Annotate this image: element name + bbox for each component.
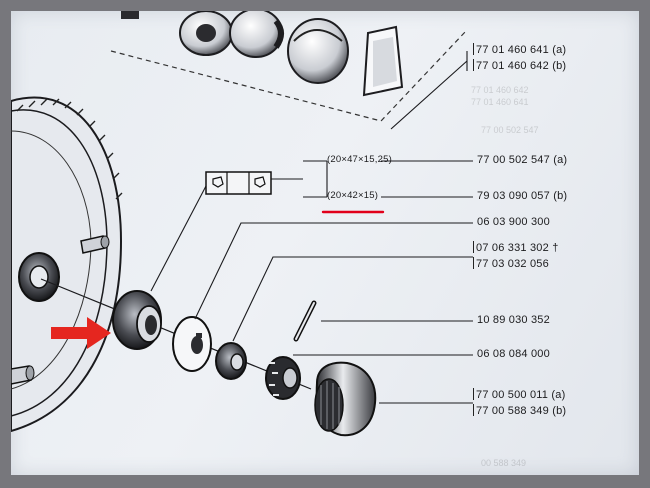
top-ref-b-number: 77 01 460 642 [476,60,549,72]
cap-ref-b: 77 00 588 349 (b) [473,404,566,417]
washer-key-notch [196,333,202,338]
bearing-ref-b: 79 03 090 057 (b) [477,190,567,202]
hub-cap [314,361,377,437]
top-ref-a-suffix: (a) [552,44,567,56]
bearing-ref-b-number: 79 03 090 057 [477,190,550,202]
svg-text:77 00 502 547: 77 00 502 547 [481,125,539,135]
washer-ref: 06 03 900 300 [477,216,550,228]
svg-text:77 01 460 642: 77 01 460 642 [471,85,529,95]
washer-hole [191,336,203,354]
parts-diagram-page: 77 01 460 642 77 01 460 641 77 00 502 54… [11,11,639,475]
hub-axle [29,265,49,289]
cap-ref-a-suffix: (a) [551,389,566,401]
leader-bearing [150,185,207,292]
grease-sachet-inner [373,37,397,87]
cap-ref-a: 77 00 500 011 (a) [473,388,565,401]
pin-ref: 10 89 030 352 [477,314,550,326]
top-ref-b: 77 01 460 642 (b) [473,59,566,72]
cap-ref-b-suffix: (b) [552,405,567,417]
leader-washer [194,222,473,320]
top-seal-1-hole [196,24,216,42]
key-washer [172,316,212,372]
bearing-ref-a-number: 77 00 502 547 [477,154,550,166]
pin-shine [295,302,315,340]
top-ref-a: 77 01 460 641 (a) [473,43,566,56]
dagger-mark: † [552,242,559,254]
key-shapes-box [205,171,272,195]
wheel-stud-lower-tip [25,365,35,381]
lock-bore [282,367,298,389]
cap-ref-b-number: 77 00 588 349 [476,405,549,417]
top-cap [287,18,349,84]
castle-lock [265,356,301,400]
key-box-outline [205,171,272,195]
bearing-ref-b-suffix: (b) [553,190,568,202]
dashed-outline [110,30,467,122]
wheel-stud-upper-tip [100,235,110,249]
wheel-bearing [112,290,162,350]
drum-outer [11,96,123,433]
bearing-ref-a-suffix: (a) [553,154,568,166]
top-seal-2 [229,11,283,58]
bearing-ref-a: 77 00 502 547 (a) [477,154,567,166]
nut-ref-2: 77 03 032 056 [473,257,549,270]
bearing-dim-a: (20×47×15,25) [327,154,392,165]
cap-rim [314,378,344,432]
drum-hatching [16,98,123,200]
svg-text:77 01 460 641: 77 01 460 641 [471,97,529,107]
leader-top [390,51,468,130]
nut-ref-1: 07 06 331 302 † [473,241,559,254]
top-cap-rim [293,29,343,42]
nut-ref-1-number: 07 06 331 302 [476,242,549,254]
top-parts-group [110,11,467,122]
key-right-icon [254,176,266,188]
key-left-icon [212,176,224,188]
top-ref-b-suffix: (b) [552,60,567,72]
exploded-diagram: 77 01 460 642 77 01 460 641 77 00 502 54… [11,11,539,468]
lock-ref: 06 08 084 000 [477,348,550,360]
nut-bore [230,353,244,371]
cap-knurl [320,381,340,429]
red-arrow-icon [51,317,111,349]
brake-drum [11,96,123,433]
axle-nut [215,342,247,380]
bearing-dim-b: (20×42×15) [327,190,379,201]
top-ref-a-number: 77 01 460 641 [476,44,549,56]
lock-castellations [269,362,279,396]
top-seal-2-shade [273,19,284,49]
split-pin [293,300,317,342]
bleed-through-text: 77 01 460 642 77 01 460 641 77 00 502 54… [471,85,539,468]
leader-dim-bracket [271,160,328,198]
svg-text:00 588 349: 00 588 349 [481,458,526,468]
cap-ref-a-number: 77 00 500 011 [476,389,549,401]
leader-lines [150,51,473,404]
top-fragment [121,11,139,19]
bearing-bore [145,315,157,335]
leader-nut [232,256,473,342]
nut-ref-2-number: 77 03 032 056 [476,258,549,270]
